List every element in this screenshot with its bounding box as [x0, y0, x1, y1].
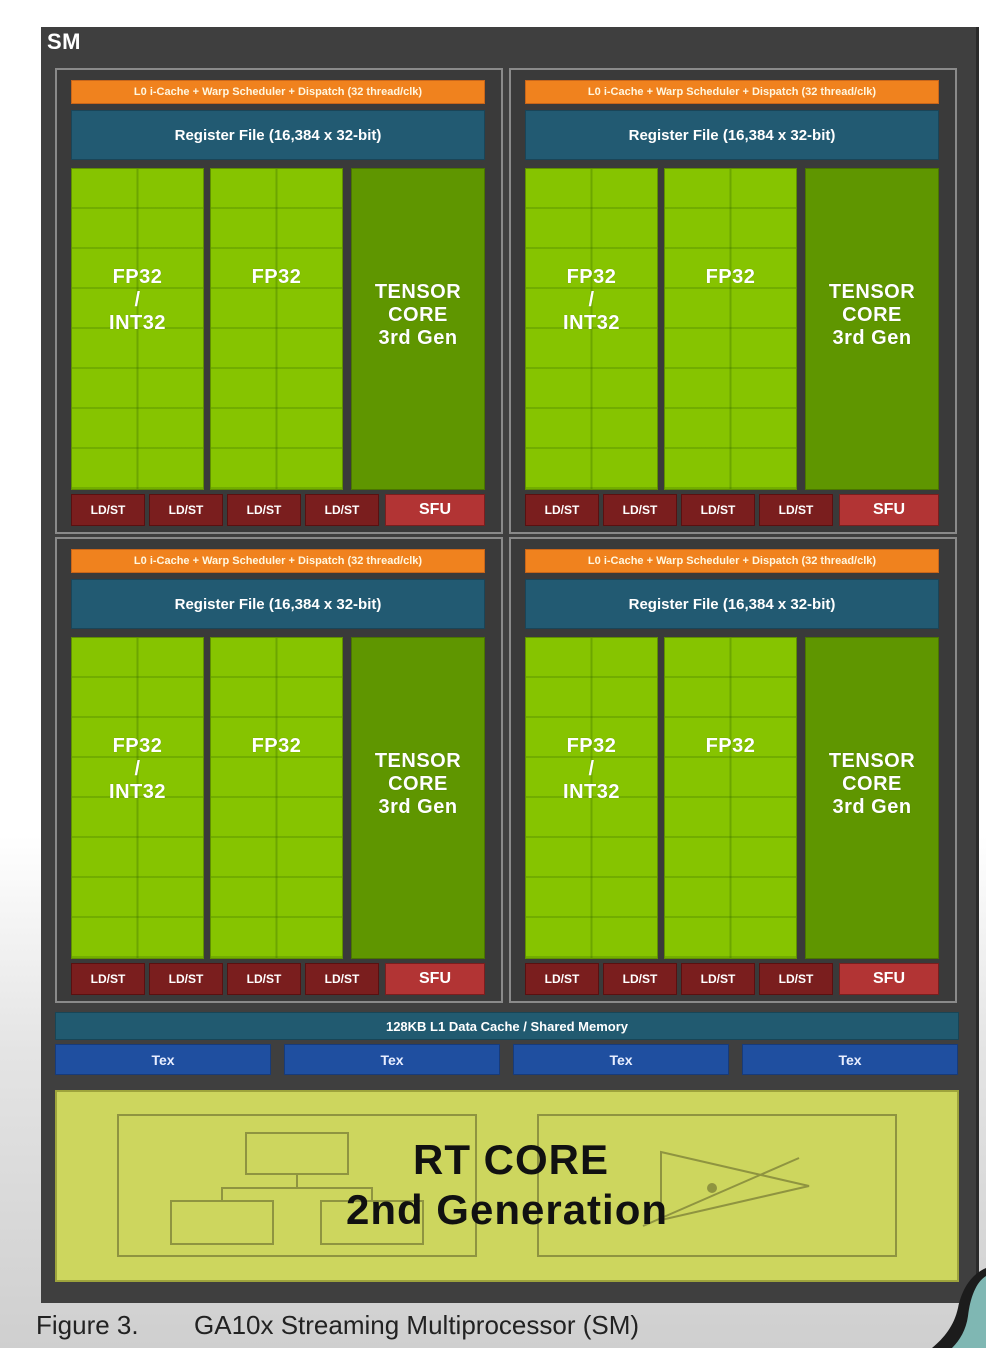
unit-label: FP32	[705, 734, 756, 757]
tensor-core: TENSOR CORE 3rd Gen	[351, 637, 485, 959]
ldst-unit: LD/ST	[681, 963, 755, 995]
unit-label: TENSOR	[828, 281, 916, 303]
ldst-unit: LD/ST	[681, 494, 755, 526]
unit-label: CORE	[388, 304, 448, 326]
unit-label: TENSOR	[828, 750, 916, 772]
figure-caption-text: GA10x Streaming Multiprocessor (SM)	[194, 1310, 640, 1340]
warp-scheduler: L0 i-Cache + Warp Scheduler + Dispatch (…	[525, 80, 939, 104]
sfu-unit: SFU	[385, 494, 485, 526]
unit-label: INT32	[109, 311, 166, 334]
ldst-unit: LD/ST	[149, 963, 223, 995]
register-file: Register File (16,384 x 32-bit)	[525, 110, 939, 160]
processing-block: L0 i-Cache + Warp Scheduler + Dispatch (…	[55, 537, 503, 1003]
tex-unit: Tex	[513, 1044, 729, 1075]
warp-scheduler: L0 i-Cache + Warp Scheduler + Dispatch (…	[71, 549, 485, 573]
ldst-unit: LD/ST	[71, 494, 145, 526]
tex-unit: Tex	[284, 1044, 500, 1075]
unit-label: INT32	[563, 311, 620, 334]
unit-label: /	[134, 757, 141, 780]
unit-label: FP32	[112, 734, 163, 757]
tensor-core: TENSOR CORE 3rd Gen	[351, 168, 485, 490]
ldst-unit: LD/ST	[227, 963, 301, 995]
unit-label: 3rd Gen	[378, 796, 458, 818]
unit-label: 3rd Gen	[378, 327, 458, 349]
fp32-unit: FP32	[664, 637, 797, 959]
intersection-point	[707, 1183, 717, 1193]
unit-label: FP32	[566, 734, 617, 757]
sfu-unit: SFU	[839, 963, 939, 995]
fp32-int32-unit: FP32 / INT32	[525, 637, 658, 959]
register-file: Register File (16,384 x 32-bit)	[71, 579, 485, 629]
bvh-edge	[221, 1174, 298, 1201]
unit-label: CORE	[842, 773, 902, 795]
unit-label: FP32	[251, 265, 302, 288]
register-file: Register File (16,384 x 32-bit)	[525, 579, 939, 629]
unit-label: FP32	[251, 734, 302, 757]
unit-label: /	[134, 288, 141, 311]
bvh-panel-outline	[117, 1114, 477, 1257]
warp-scheduler: L0 i-Cache + Warp Scheduler + Dispatch (…	[71, 80, 485, 104]
ldst-unit: LD/ST	[759, 494, 833, 526]
figure-caption: Figure 3. GA10x Streaming Multiprocessor …	[36, 1310, 639, 1341]
tex-unit: Tex	[55, 1044, 271, 1075]
ldst-unit: LD/ST	[305, 963, 379, 995]
ray-line	[642, 1157, 800, 1227]
intersection-panel-outline	[537, 1114, 897, 1257]
unit-label: TENSOR	[374, 281, 462, 303]
unit-label: /	[588, 757, 595, 780]
warp-scheduler: L0 i-Cache + Warp Scheduler + Dispatch (…	[525, 549, 939, 573]
ldst-unit: LD/ST	[603, 494, 677, 526]
ldst-unit: LD/ST	[525, 963, 599, 995]
unit-label: 3rd Gen	[832, 796, 912, 818]
unit-label: TENSOR	[374, 750, 462, 772]
unit-label: FP32	[566, 265, 617, 288]
streaming-multiprocessor: SM L0 i-Cache + Warp Scheduler + Dispatc…	[41, 27, 979, 1303]
rt-core: RT CORE 2nd Generation	[55, 1090, 959, 1282]
ldst-unit: LD/ST	[305, 494, 379, 526]
bvh-edge	[297, 1187, 373, 1201]
ldst-unit: LD/ST	[227, 494, 301, 526]
unit-label: CORE	[388, 773, 448, 795]
unit-label: FP32	[112, 265, 163, 288]
ldst-unit: LD/ST	[71, 963, 145, 995]
processing-block: L0 i-Cache + Warp Scheduler + Dispatch (…	[509, 68, 957, 534]
fp32-int32-unit: FP32 / INT32	[71, 168, 204, 490]
tex-unit: Tex	[742, 1044, 958, 1075]
l1-data-cache: 128KB L1 Data Cache / Shared Memory	[55, 1012, 959, 1040]
ldst-unit: LD/ST	[759, 963, 833, 995]
sm-title: SM	[47, 29, 81, 54]
fp32-unit: FP32	[210, 637, 343, 959]
unit-label: INT32	[109, 780, 166, 803]
sfu-unit: SFU	[385, 963, 485, 995]
ray-triangle-shape	[660, 1150, 810, 1222]
tensor-core: TENSOR CORE 3rd Gen	[805, 637, 939, 959]
tensor-core: TENSOR CORE 3rd Gen	[805, 168, 939, 490]
rt-core-schematic	[117, 1114, 897, 1257]
processing-block: L0 i-Cache + Warp Scheduler + Dispatch (…	[55, 68, 503, 534]
rt-core-generation: 2nd Generation	[345, 1186, 669, 1233]
ldst-unit: LD/ST	[525, 494, 599, 526]
sfu-unit: SFU	[839, 494, 939, 526]
fp32-int32-unit: FP32 / INT32	[71, 637, 204, 959]
unit-label: /	[588, 288, 595, 311]
processing-block: L0 i-Cache + Warp Scheduler + Dispatch (…	[509, 537, 957, 1003]
unit-label: CORE	[842, 304, 902, 326]
ldst-unit: LD/ST	[603, 963, 677, 995]
unit-label: FP32	[705, 265, 756, 288]
rt-core-title: RT CORE	[413, 1136, 609, 1183]
fp32-unit: FP32	[210, 168, 343, 490]
fp32-int32-unit: FP32 / INT32	[525, 168, 658, 490]
figure-number: Figure 3.	[36, 1310, 139, 1340]
presenter-figure	[932, 1268, 986, 1348]
unit-label: 3rd Gen	[832, 327, 912, 349]
register-file: Register File (16,384 x 32-bit)	[71, 110, 485, 160]
ldst-unit: LD/ST	[149, 494, 223, 526]
fp32-unit: FP32	[664, 168, 797, 490]
unit-label: INT32	[563, 780, 620, 803]
